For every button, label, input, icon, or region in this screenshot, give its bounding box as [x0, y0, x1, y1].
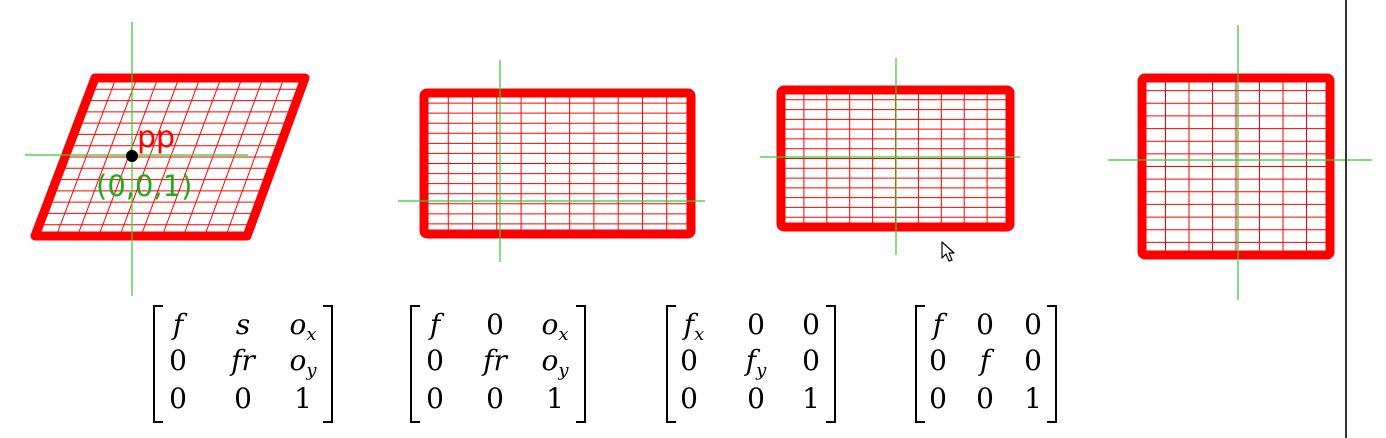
right-bracket: [1047, 305, 1057, 423]
intrinsic-matrix-aspect-offset: f 0 ox 0 fr oy 0 0 1: [410, 305, 586, 425]
m3-r1c0: 0: [680, 344, 698, 377]
m1-r1c2: oy: [289, 344, 317, 381]
intrinsic-matrix-skew: f s ox 0 fr oy 0 0 1: [153, 305, 333, 425]
sensor-grid: [39, 77, 301, 237]
m1-r0c1: s: [235, 308, 251, 341]
left-bracket: [153, 305, 163, 423]
m3-r2c2: 1: [802, 382, 820, 415]
m1-r0c2: ox: [289, 308, 317, 345]
m3-r0c2: 0: [802, 308, 820, 341]
m4-r0c0: f: [932, 308, 944, 341]
right-bracket: [576, 305, 586, 423]
right-bracket: [323, 305, 333, 423]
m1-r2c2: 1: [294, 382, 312, 415]
left-bracket: [666, 305, 676, 423]
m4-r2c1: 0: [976, 382, 994, 415]
m4-r1c1: f: [979, 344, 991, 377]
m4-r0c2: 0: [1024, 308, 1042, 341]
sensor-frame: [1137, 73, 1335, 260]
camera-centered: [760, 58, 1020, 255]
m4-r2c2: 1: [1024, 382, 1042, 415]
m3-r0c0: fx: [683, 308, 705, 345]
m3-r2c1: 0: [747, 382, 765, 415]
camera-offset-principal-point: [398, 60, 705, 262]
camera-square-centered: [1108, 25, 1372, 300]
m1-r0c0: f: [172, 308, 184, 341]
m1-r2c1: 0: [234, 382, 252, 415]
mouse-pointer-icon: [941, 241, 955, 262]
m2-r2c2: 1: [546, 382, 564, 415]
m2-r0c0: f: [429, 308, 441, 341]
m2-r0c2: ox: [541, 308, 569, 345]
sensor-frame: [30, 73, 310, 241]
m4-r1c2: 0: [1024, 344, 1042, 377]
left-bracket: [915, 305, 925, 423]
intrinsic-matrix-fx-fy: fx 0 0 0 fy 0 0 0 1: [666, 305, 836, 425]
intrinsic-matrix-simple: f 0 0 0 f 0 0 0 1: [915, 305, 1057, 425]
m3-r0c1: 0: [747, 308, 765, 341]
m2-r2c1: 0: [486, 382, 504, 415]
sensor-grid: [1142, 78, 1330, 255]
m2-r0c1: 0: [486, 308, 504, 341]
right-bracket: [826, 305, 836, 423]
camera-skewed: pp (0,0,1): [25, 22, 310, 296]
m4-r1c0: 0: [929, 344, 947, 377]
principal-point: [126, 150, 138, 162]
m1-r1c0: 0: [169, 344, 187, 377]
sensor-grid: [424, 93, 691, 234]
left-bracket: [410, 305, 420, 423]
m3-r2c0: 0: [680, 382, 698, 415]
m2-r1c1: fr: [483, 344, 507, 377]
m4-r0c1: 0: [976, 308, 994, 341]
m2-r2c0: 0: [426, 382, 444, 415]
m2-r1c2: oy: [541, 344, 569, 381]
m2-r1c0: 0: [426, 344, 444, 377]
principal-point-label: pp: [137, 120, 175, 155]
m1-r1c1: fr: [231, 344, 255, 377]
origin-label: (0,0,1): [96, 169, 192, 203]
m3-r1c2: 0: [802, 344, 820, 377]
sensor-frame: [419, 88, 696, 239]
m4-r2c0: 0: [929, 382, 947, 415]
right-divider: [1345, 0, 1347, 438]
m3-r1c1: fy: [745, 344, 767, 381]
m1-r2c0: 0: [169, 382, 187, 415]
